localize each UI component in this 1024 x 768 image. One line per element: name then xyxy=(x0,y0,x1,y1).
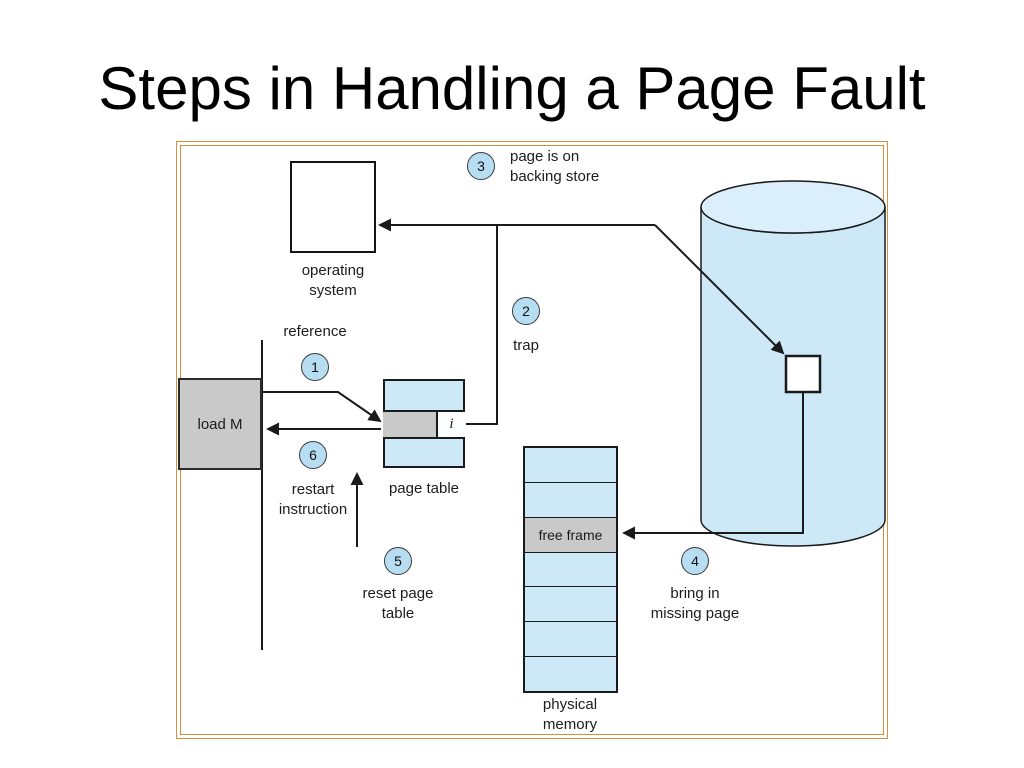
memory-row xyxy=(525,551,616,587)
step-6-badge: 6 xyxy=(299,441,327,469)
page-table-invalid-flag: i xyxy=(438,412,465,437)
operating-system-box xyxy=(290,161,376,253)
step-4-badge: 4 xyxy=(681,547,709,575)
diagram-frame-outer xyxy=(176,141,888,739)
backing-store-page-square xyxy=(784,354,822,394)
memory-row xyxy=(525,656,616,691)
step-1-badge: 1 xyxy=(301,353,329,381)
page-table: i xyxy=(383,379,465,468)
backing-store-cylinder-top xyxy=(700,180,886,234)
step-2-label: trap xyxy=(513,337,539,354)
arrow-bring-in xyxy=(622,392,804,540)
step-1-label: reference xyxy=(283,323,347,340)
free-frame-row: free frame xyxy=(525,516,616,552)
step-6-label: restart instruction xyxy=(278,481,348,518)
step-2-badge: 2 xyxy=(512,297,540,325)
page-table-frame-cell xyxy=(383,412,438,437)
memory-row xyxy=(525,621,616,656)
load-m-label: load M xyxy=(197,415,243,433)
step-5-badge: 5 xyxy=(384,547,412,575)
arrow-reference xyxy=(262,391,382,423)
slide-title: Steps in Handling a Page Fault xyxy=(98,55,926,122)
memory-row xyxy=(525,448,616,482)
step-3-label: page is on backing store xyxy=(510,148,600,185)
step-5-label: reset page table xyxy=(362,585,434,622)
page-table-label: page table xyxy=(388,480,460,497)
free-frame-label: free frame xyxy=(538,526,603,543)
arrow-trap xyxy=(466,226,498,425)
page-table-entry-row: i xyxy=(383,410,465,439)
operating-system-label: operating system xyxy=(301,262,365,299)
step-3-badge: 3 xyxy=(467,152,495,180)
physical-memory-label: physical memory xyxy=(542,696,598,733)
load-m-box: load M xyxy=(178,378,262,470)
memory-row xyxy=(525,586,616,621)
memory-row xyxy=(525,481,616,517)
arrow-step3-to-store xyxy=(654,224,785,355)
physical-memory: free frame xyxy=(523,446,618,693)
step-4-label: bring in missing page xyxy=(650,585,740,622)
